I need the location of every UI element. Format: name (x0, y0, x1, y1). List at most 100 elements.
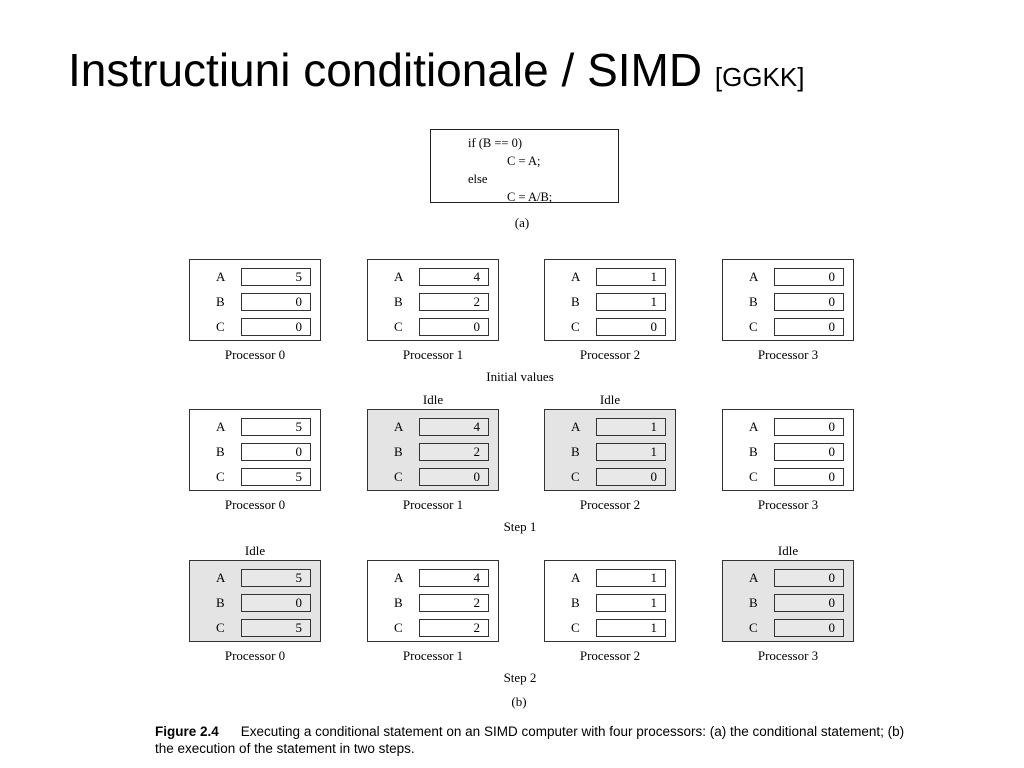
register-name: A (394, 419, 404, 434)
register-name: C (749, 620, 758, 635)
register-value: 1 (596, 569, 666, 587)
processor-label: Processor 0 (224, 497, 286, 512)
register-name: B (749, 444, 758, 459)
conditional-code-box: if (B == 0) C = A; else C = A/B; (430, 129, 619, 204)
register-name: C (571, 469, 580, 484)
register-name: B (394, 595, 403, 610)
register-name: A (749, 269, 759, 284)
part-b-label: (b) (511, 694, 527, 709)
slide-title: Instructiuni conditionale / SIMD [GGKK] (68, 40, 804, 107)
register-name: A (571, 419, 581, 434)
register-value: 0 (774, 293, 844, 311)
register-name: B (216, 294, 225, 309)
register-value: 0 (596, 468, 666, 486)
register-value: 2 (419, 443, 489, 461)
register-value: 0 (774, 594, 844, 612)
part-a-label: (a) (514, 215, 530, 230)
register-value: 0 (774, 268, 844, 286)
register-name: B (571, 294, 580, 309)
stage-label: Initial values (486, 369, 554, 384)
register-value: 0 (241, 443, 311, 461)
register-name: B (749, 294, 758, 309)
register-value: 0 (419, 318, 489, 336)
processor-label: Processor 3 (757, 347, 819, 362)
register-value: 5 (241, 619, 311, 637)
code-line: C = A/B; (507, 190, 553, 204)
register-name: A (571, 269, 581, 284)
figure-number: Figure 2.4 (155, 724, 219, 739)
figure-caption-text: Executing a conditional statement on an … (155, 724, 905, 756)
register-name: A (749, 570, 759, 585)
code-line: else (468, 172, 488, 186)
register-name: A (216, 570, 226, 585)
register-value: 0 (241, 293, 311, 311)
register-value: 5 (241, 268, 311, 286)
processor-label: Processor 1 (402, 497, 464, 512)
register-name: A (571, 570, 581, 585)
processor-label: Processor 2 (579, 497, 641, 512)
register-name: B (571, 444, 580, 459)
register-name: C (749, 319, 758, 334)
register-value: 0 (774, 619, 844, 637)
register-value: 0 (419, 468, 489, 486)
stage-label: Step 2 (503, 670, 537, 685)
register-name: C (571, 620, 580, 635)
register-value: 5 (241, 468, 311, 486)
register-value: 1 (596, 293, 666, 311)
register-value: 0 (774, 569, 844, 587)
register-value: 1 (596, 594, 666, 612)
slide-title-text: Instructiuni conditionale / SIMD (68, 44, 703, 96)
register-value: 4 (419, 268, 489, 286)
register-value: 1 (596, 268, 666, 286)
register-value: 2 (419, 619, 489, 637)
processor-label: Processor 2 (579, 347, 641, 362)
register-value: 4 (419, 418, 489, 436)
register-value: 0 (241, 594, 311, 612)
processor-label: Processor 0 (224, 347, 286, 362)
register-name: B (749, 595, 758, 610)
register-name: C (216, 469, 225, 484)
processor-label: Processor 3 (757, 648, 819, 663)
register-name: B (394, 444, 403, 459)
register-name: B (216, 444, 225, 459)
processor-label: Processor 3 (757, 497, 819, 512)
register-value: 1 (596, 619, 666, 637)
register-value: 2 (419, 293, 489, 311)
